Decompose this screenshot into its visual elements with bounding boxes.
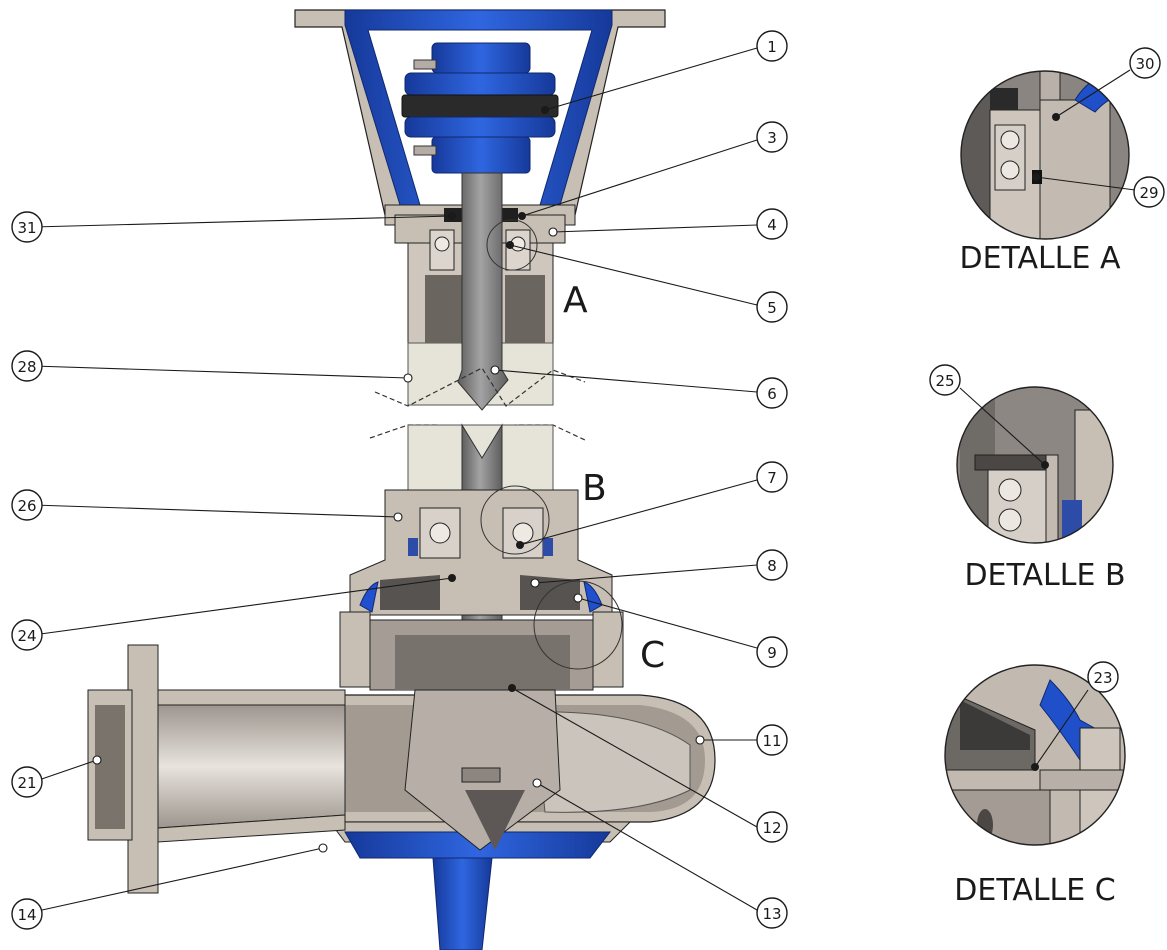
callout-14: 14	[11, 898, 43, 930]
callout-4: 4	[756, 208, 788, 240]
coupling	[401, 42, 559, 174]
callout-6: 6	[756, 377, 788, 409]
detail-letter-b: B	[582, 468, 607, 509]
detail-c-caption: DETALLE C	[954, 873, 1115, 908]
detail-b-caption: DETALLE B	[964, 558, 1125, 593]
callout-1: 1	[756, 30, 788, 62]
detail-b-marker-circle	[480, 485, 550, 555]
callout-12: 12	[756, 811, 788, 843]
callout-13: 13	[756, 897, 788, 929]
svg-text:7: 7	[767, 469, 777, 487]
callout-31: 31	[11, 211, 43, 243]
svg-text:12: 12	[762, 819, 781, 837]
leader-dots	[92, 106, 1060, 853]
svg-text:13: 13	[762, 905, 781, 923]
detail-a-caption: DETALLE A	[959, 241, 1120, 276]
svg-text:3: 3	[767, 129, 777, 147]
svg-text:30: 30	[1135, 55, 1154, 73]
svg-text:29: 29	[1139, 184, 1158, 202]
svg-text:1: 1	[767, 38, 777, 56]
callout-24: 24	[11, 619, 43, 651]
svg-text:8: 8	[767, 557, 777, 575]
svg-text:31: 31	[17, 219, 36, 237]
detail-a-marker-circle	[486, 219, 538, 271]
callout-21: 21	[11, 766, 43, 798]
svg-text:28: 28	[17, 358, 36, 376]
callout-23: 23	[1087, 661, 1119, 693]
svg-text:14: 14	[17, 906, 36, 924]
svg-text:25: 25	[935, 372, 954, 390]
callout-11: 11	[756, 724, 788, 756]
impeller	[404, 689, 561, 851]
bearing-housing	[339, 489, 624, 691]
callout-30: 30	[1129, 47, 1161, 79]
callout-5: 5	[756, 291, 788, 323]
leader-lines	[32, 47, 1136, 913]
svg-text:24: 24	[17, 627, 36, 645]
suction-pipe	[87, 644, 346, 894]
callout-28: 28	[11, 350, 43, 382]
svg-text:23: 23	[1093, 669, 1112, 687]
svg-text:5: 5	[767, 299, 777, 317]
svg-text:6: 6	[767, 385, 777, 403]
main-section-view: A B C	[87, 9, 716, 950]
svg-text:11: 11	[762, 732, 781, 750]
svg-text:4: 4	[767, 216, 777, 234]
svg-text:9: 9	[767, 644, 777, 662]
detail-letter-c: C	[640, 635, 665, 676]
callout-9: 9	[756, 636, 788, 668]
detail-c-marker-circle	[533, 580, 623, 670]
detail-b-view: DETALLE B	[956, 386, 1126, 593]
callout-7: 7	[756, 461, 788, 493]
detail-a-view: DETALLE A	[959, 70, 1130, 276]
shaft-upper	[457, 172, 509, 411]
callout-8: 8	[756, 549, 788, 581]
discharge-cone	[432, 857, 493, 950]
callout-25: 25	[929, 364, 961, 396]
svg-text:21: 21	[17, 774, 36, 792]
callout-29: 29	[1133, 176, 1165, 208]
detail-letter-a: A	[563, 280, 588, 321]
callout-26: 26	[11, 489, 43, 521]
svg-text:26: 26	[17, 497, 36, 515]
callout-3: 3	[756, 121, 788, 153]
detail-c-view: DETALLE C	[944, 664, 1126, 908]
